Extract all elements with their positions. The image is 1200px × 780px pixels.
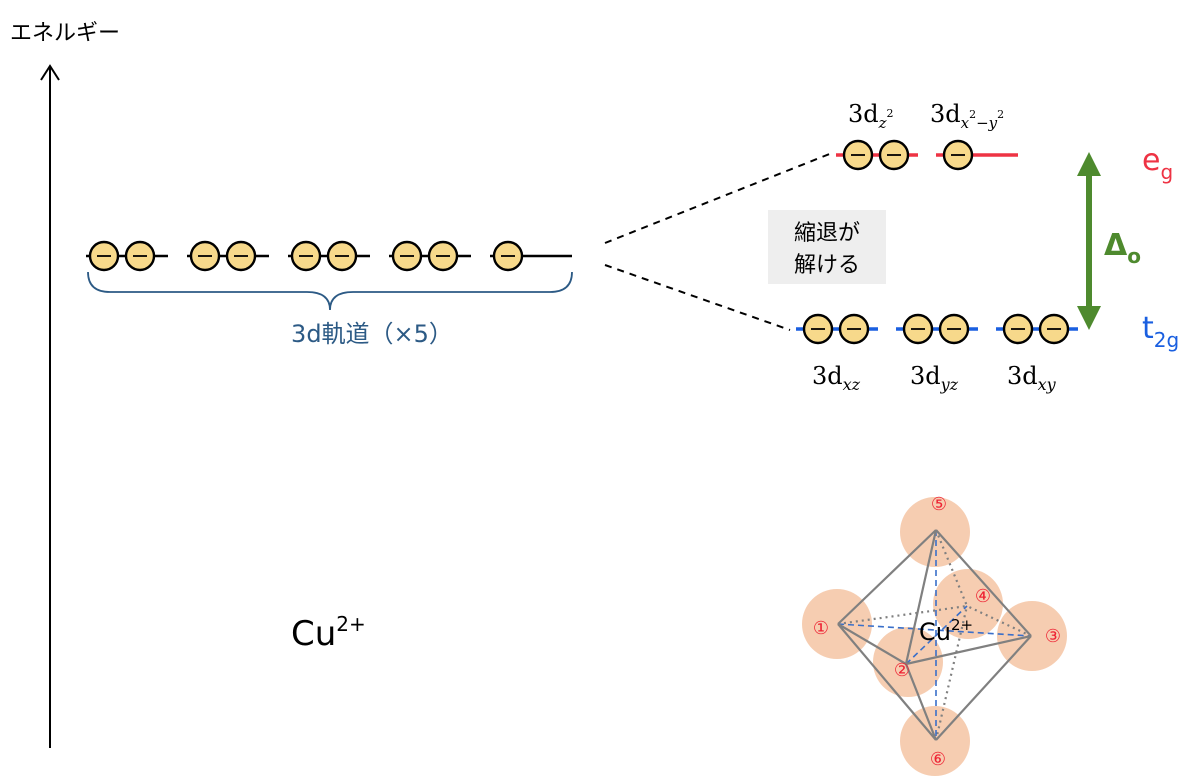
- t2g-set-label: t2g: [1142, 311, 1179, 352]
- t2g-orbital-label-xz: 3dxz: [812, 362, 861, 394]
- t2g-orbital-label-xy: 3dxy: [1007, 362, 1057, 394]
- electron-icon: [902, 313, 934, 345]
- electron-icon: [391, 240, 423, 272]
- octahedral-complex: ① ② ③ ④ ⑤ ⑥ Cu2+: [802, 494, 1067, 776]
- eg-orbitals: [836, 139, 1018, 171]
- octahedron-back-edges: [837, 529, 1032, 741]
- free-orbital-5: [490, 240, 572, 272]
- electron-icon: [942, 139, 974, 171]
- delta-label: Δo: [1104, 228, 1141, 268]
- octahedron-front-edges: [837, 529, 1032, 741]
- free-orbital-3: [288, 240, 370, 272]
- eg-orbital-label-z2: 3dz2: [848, 100, 894, 132]
- split-line-upper: [604, 152, 833, 244]
- eg-orbital-label-x2y2: 3dx2−y2: [930, 100, 1004, 132]
- eg-orbital-1: [836, 139, 918, 171]
- ligand-number-6: ⑥: [930, 749, 946, 770]
- ligand-number-3: ③: [1045, 626, 1061, 647]
- electron-icon: [838, 313, 870, 345]
- t2g-orbital-1: [796, 313, 878, 345]
- degeneracy-note-line1: 縮退が: [794, 221, 860, 246]
- electron-icon: [938, 313, 970, 345]
- electron-icon: [326, 240, 358, 272]
- free-ion-orbital-label: 3d軌道（×5）: [291, 320, 453, 348]
- electron-icon: [225, 240, 257, 272]
- electron-icon: [1038, 313, 1070, 345]
- electron-icon: [842, 139, 874, 171]
- electron-icon: [88, 240, 120, 272]
- electron-icon: [124, 240, 156, 272]
- ligand-number-1: ①: [813, 618, 829, 639]
- degeneracy-note: 縮退が 解ける: [768, 210, 886, 284]
- free-ion-brace: [87, 271, 573, 311]
- electron-icon: [492, 240, 524, 272]
- free-orbital-4: [389, 240, 471, 272]
- electron-icon: [1002, 313, 1034, 345]
- octahedron-axes: [837, 530, 1032, 740]
- t2g-orbital-3: [996, 313, 1078, 345]
- energy-axis: エネルギー: [10, 21, 120, 748]
- delta-arrow-head-top: [1077, 152, 1101, 176]
- delta-arrow: [1077, 152, 1101, 330]
- ligand-number-5: ⑤: [931, 494, 947, 515]
- ligand-sphere-1: [802, 589, 872, 659]
- octahedron-center-label: Cu2+: [919, 616, 973, 646]
- electron-icon: [189, 240, 221, 272]
- ligand-number-4: ④: [975, 586, 991, 607]
- ligand-number-2: ②: [894, 660, 910, 681]
- t2g-orbitals: [796, 313, 1078, 345]
- degeneracy-note-line2: 解ける: [794, 253, 860, 278]
- free-ion-orbitals: [86, 240, 572, 272]
- energy-axis-label: エネルギー: [10, 21, 120, 46]
- electron-icon: [878, 139, 910, 171]
- free-orbital-1: [86, 240, 168, 272]
- split-line-lower: [604, 264, 791, 331]
- eg-orbital-2: [936, 139, 1018, 171]
- free-orbital-2: [187, 240, 269, 272]
- energy-axis-arrowhead: [40, 64, 60, 81]
- degeneracy-note-box: [768, 210, 886, 284]
- eg-set-label: eg: [1142, 143, 1173, 184]
- electron-icon: [290, 240, 322, 272]
- free-ion-label: Cu2+: [291, 612, 366, 654]
- t2g-orbital-label-yz: 3dyz: [910, 362, 959, 394]
- delta-arrow-head-bottom: [1077, 306, 1101, 330]
- electron-icon: [802, 313, 834, 345]
- electron-icon: [427, 240, 459, 272]
- t2g-orbital-2: [896, 313, 978, 345]
